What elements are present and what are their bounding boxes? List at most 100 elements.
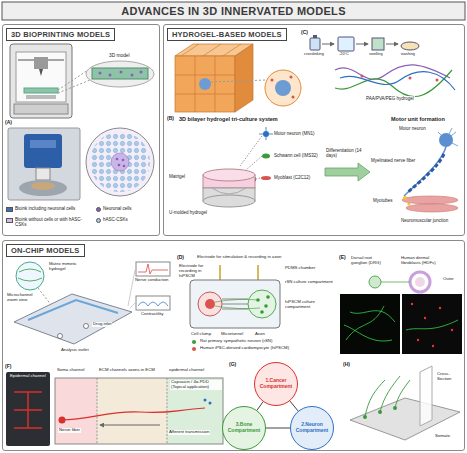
figure-label: Neuromuscular junction [400, 218, 449, 223]
figure-label: U-molded hydrogel [168, 210, 208, 215]
skin-chip [55, 378, 223, 444]
skin-chip [100, 425, 160, 426]
micrograph [439, 307, 441, 309]
bioprinter-illustration [26, 95, 56, 99]
figure-label: Motor neuron (MN1) [273, 131, 316, 136]
motor-unit [406, 204, 458, 212]
compartment-chip [198, 292, 222, 316]
panel-letter: (F) [4, 364, 12, 370]
figure-label: hiPSCM culture compartment [284, 300, 336, 310]
skin-chip [55, 378, 97, 444]
legend-item: hASC-CSKs [96, 217, 158, 223]
figure-label: Analysis outlet [60, 348, 90, 353]
fabrication-steps [313, 35, 317, 38]
petri-dish-layout [90, 132, 150, 192]
hydrogel-cubes [175, 44, 241, 112]
fabrication-steps [310, 35, 419, 51]
compartment-chip [266, 295, 270, 299]
culture-dish [203, 169, 255, 181]
organ-on-chip [28, 300, 118, 320]
zoom-lines [58, 70, 90, 93]
printed-model [109, 74, 112, 77]
sensory-platform [378, 410, 382, 414]
sensory-platform [365, 376, 410, 417]
legend-swatch [6, 218, 13, 223]
diagram-title: ADVANCES IN 3D INNERVATED MODELS [2, 2, 465, 20]
compartment-label: 1.Cancer Compartment [258, 378, 294, 390]
fabrication-steps [310, 38, 320, 50]
micrograph [417, 339, 419, 341]
hydrogel-cubes [211, 80, 266, 82]
sensory-platform [350, 398, 460, 440]
panel-letter: (H) [342, 362, 351, 368]
bioprinter-photo [24, 134, 62, 168]
hydrogel-cubes [175, 56, 235, 112]
skin-chip [6, 372, 50, 446]
organ-on-chip [84, 324, 89, 329]
drg-device [415, 277, 425, 287]
organ-on-chip [138, 302, 168, 306]
petri-dish-layout [123, 165, 126, 168]
organ-on-chip [136, 296, 170, 310]
legend-swatch [96, 207, 101, 212]
motor-unit [403, 196, 407, 200]
polymer-network [335, 65, 455, 97]
panel-letter: (E) [338, 255, 347, 261]
sensory-platform [363, 415, 367, 419]
figure-label: Outer [442, 277, 455, 282]
micrograph [340, 294, 462, 354]
panel-letter: (B) [166, 116, 175, 122]
panel-letter: (C) [300, 30, 309, 36]
figure-label: Dorsal root ganglion (DRG) [350, 256, 390, 266]
differentiation-arrow [325, 163, 370, 181]
figure-label: PAA/PVA/PEG hydrogel [365, 96, 415, 101]
figure-label: Capsaicin / 4α-PDD (Topical application) [170, 380, 222, 390]
connector-line [266, 428, 290, 429]
connector-line [257, 402, 263, 410]
figure-label: Microtunnel [220, 332, 244, 337]
petri-dish-layout [86, 128, 154, 196]
fabrication-steps [356, 44, 368, 45]
printed-model [92, 68, 148, 79]
motor-unit [404, 147, 446, 196]
fabrication-steps [322, 44, 334, 45]
printed-model [99, 72, 102, 75]
compartment-chip [192, 347, 196, 351]
hydrogel-cubes [235, 44, 253, 112]
micrograph [406, 320, 458, 330]
printed-model [140, 71, 143, 74]
figure-label: Motor neuron [398, 126, 427, 131]
figure-label: ECM channels axons in ECM [98, 368, 156, 373]
organ-on-chip [18, 269, 42, 281]
culture-dish [203, 195, 255, 207]
figure-label: Differentiation (14 days) [325, 148, 369, 158]
bioprinter-illustration [39, 69, 43, 76]
petri-dish-layout [86, 128, 154, 196]
printed-model [131, 74, 134, 77]
fabrication-steps [338, 37, 354, 51]
compartment-circle: 2.Neuron Compartment [290, 406, 334, 450]
skin-chip [97, 378, 167, 444]
bioprinter-photo [36, 168, 50, 180]
micrograph [402, 294, 462, 354]
motor-unit [402, 128, 458, 212]
micrograph [340, 294, 400, 354]
drg-device [410, 272, 430, 292]
figure-label: Soma channel [56, 368, 85, 373]
figure-label: Rat primary sympathetic neuron (rSN) [199, 339, 273, 344]
culture-dish [203, 136, 262, 207]
printed-model [86, 61, 154, 87]
motor-unit [402, 196, 458, 204]
drg-device [381, 282, 410, 283]
compartment-chip [256, 298, 260, 302]
skin-chip [14, 392, 42, 428]
compartment-chip [190, 280, 280, 328]
differentiation-arrow [325, 163, 370, 181]
compartment-label: 2.Neuron Compartment [294, 422, 330, 434]
organ-on-chip [128, 270, 135, 308]
